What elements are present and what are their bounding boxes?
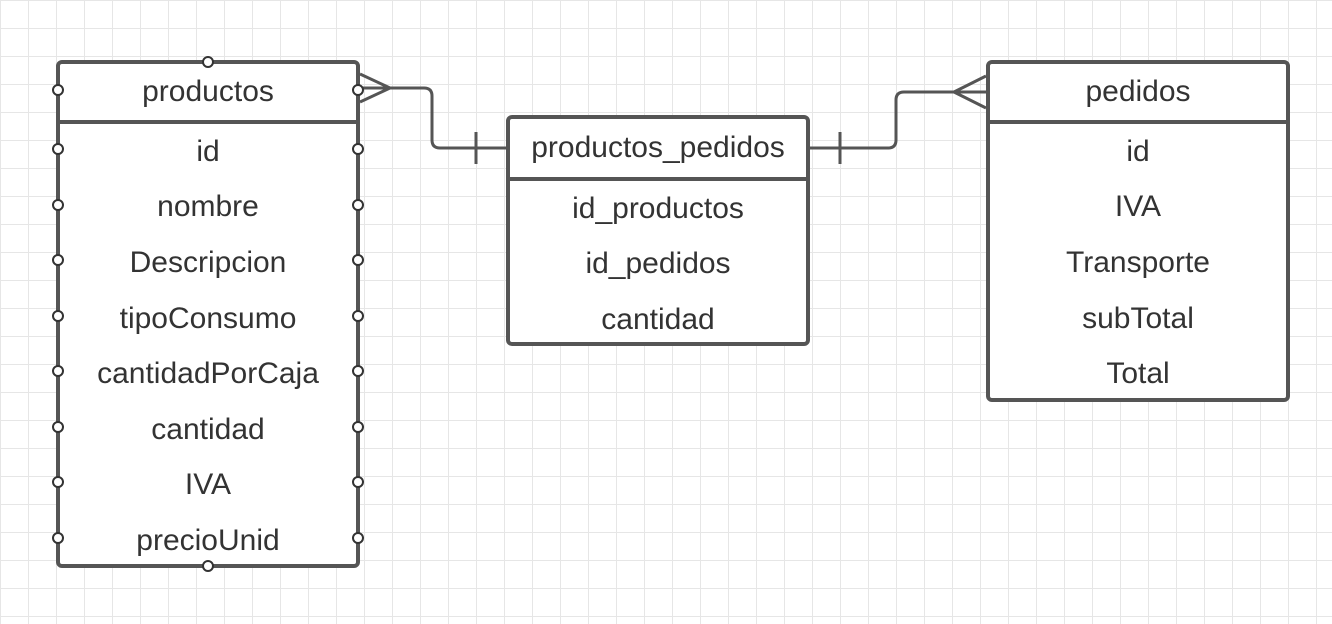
- field-pedidos-iva: IVA: [1114, 190, 1162, 224]
- field-pedidos-id: id: [1126, 134, 1150, 168]
- field-productos-iva: IVA: [184, 468, 232, 502]
- selection-handle-left-row-7[interactable]: [52, 476, 64, 488]
- selection-handle-left-row-2[interactable]: [52, 199, 64, 211]
- connector-productos-to-productos-pedidos[interactable]: [360, 86, 506, 150]
- selection-handle-right-row-3[interactable]: [352, 254, 364, 266]
- field-productos-pedidos-cantidad: cantidad: [601, 302, 715, 336]
- selection-handle-left-row-5[interactable]: [52, 365, 64, 377]
- selection-handle-left-header[interactable]: [52, 84, 64, 96]
- selection-handle-left-row-4[interactable]: [52, 310, 64, 322]
- selection-handle-right-row-2[interactable]: [352, 199, 364, 211]
- field-productos-id: id: [196, 134, 220, 168]
- selection-handle-right-header[interactable]: [352, 84, 364, 96]
- field-productos-cantidad: cantidad: [151, 412, 265, 446]
- selection-handle-right-row-4[interactable]: [352, 310, 364, 322]
- selection-handle-left-row-8[interactable]: [52, 532, 64, 544]
- entity-title-productos: productos: [60, 64, 356, 124]
- crowfoot-many-pedidos: [953, 74, 987, 110]
- field-productos-nombre: nombre: [157, 190, 259, 224]
- selection-handle-top[interactable]: [202, 56, 214, 68]
- connector-productos-pedidos-to-pedidos[interactable]: [810, 90, 986, 150]
- entity-title-pedidos: pedidos: [990, 64, 1286, 124]
- selection-handle-right-row-7[interactable]: [352, 476, 364, 488]
- entity-pedidos[interactable]: pedidos id IVA Transporte subTotal Total: [986, 60, 1290, 402]
- field-productos-pedidos-id-productos: id_productos: [572, 191, 744, 225]
- selection-handle-bottom[interactable]: [202, 560, 214, 572]
- entity-title-productos-pedidos: productos_pedidos: [510, 119, 806, 181]
- entity-productos-pedidos[interactable]: productos_pedidos id_productos id_pedido…: [506, 115, 810, 346]
- selection-handle-left-row-3[interactable]: [52, 254, 64, 266]
- selection-handle-left-row-6[interactable]: [52, 421, 64, 433]
- selection-handle-right-row-1[interactable]: [352, 143, 364, 155]
- field-productos-pedidos-id-pedidos: id_pedidos: [585, 247, 731, 281]
- field-pedidos-subtotal: subTotal: [1082, 301, 1194, 335]
- field-productos-descripcion: Descripcion: [129, 245, 287, 279]
- selection-handle-right-row-5[interactable]: [352, 365, 364, 377]
- selection-handle-right-row-6[interactable]: [352, 421, 364, 433]
- crowfoot-many-productos: [359, 72, 391, 104]
- field-pedidos-transporte: Transporte: [1066, 245, 1210, 279]
- field-pedidos-total: Total: [1106, 357, 1170, 391]
- selection-handle-left-row-1[interactable]: [52, 143, 64, 155]
- field-productos-cantidadporcaja: cantidadPorCaja: [97, 357, 319, 391]
- field-productos-preciounid: precioUnid: [136, 523, 280, 557]
- selection-handle-right-row-8[interactable]: [352, 532, 364, 544]
- field-productos-tipoconsumo: tipoConsumo: [119, 301, 297, 335]
